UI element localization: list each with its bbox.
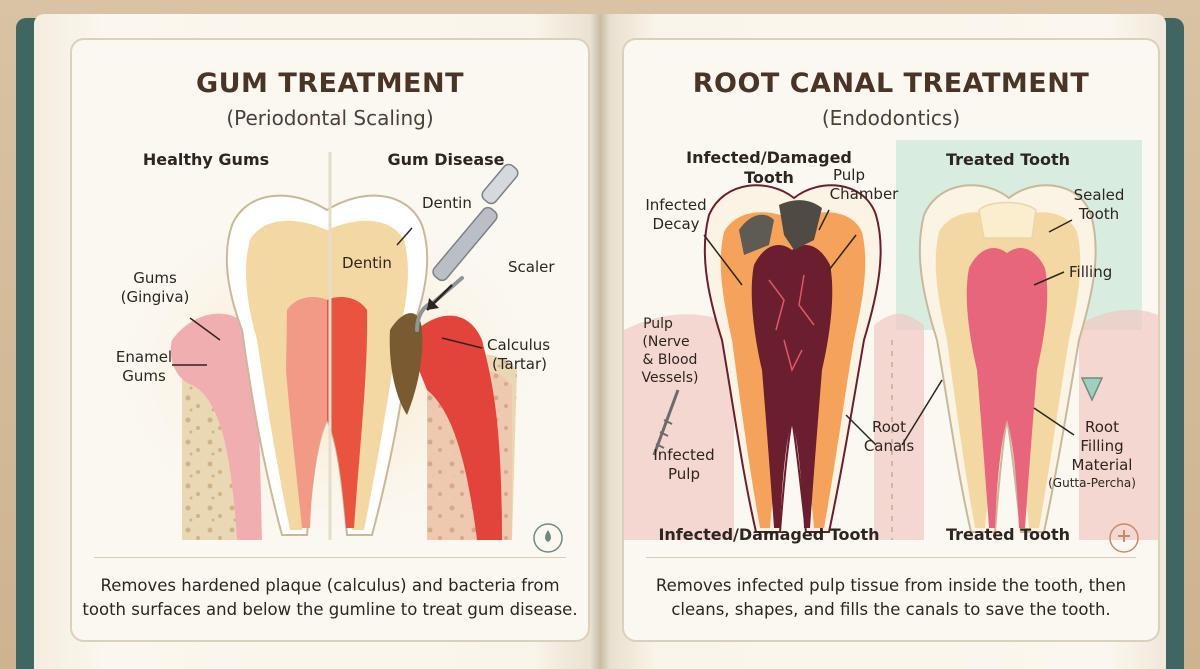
- gum-treatment-card: GUM TREATMENT (Periodontal Scaling) Heal…: [70, 38, 590, 642]
- infected-tooth-heading-line1: Infected/Damaged: [686, 148, 852, 167]
- label-infected-decay-line2: Decay: [652, 215, 699, 233]
- infected-tooth: [703, 184, 882, 533]
- gum-treatment-description-line2: tooth surfaces and below the gumline to …: [82, 600, 578, 619]
- label-scaler: Scaler: [508, 258, 555, 276]
- root-canal-card: ROOT CANAL TREATMENT (Endodontics) Infec…: [622, 38, 1160, 642]
- healthy-gum-tissue: [170, 313, 262, 540]
- tooth-pulp-healthy: [286, 297, 327, 528]
- tooth-pulp-inflamed: [327, 297, 368, 528]
- root-canal-description-line2: cleans, shapes, and fills the canals to …: [671, 600, 1111, 619]
- label-pulp-line3: & Blood: [643, 352, 698, 368]
- root-canals-leader-right: [901, 379, 943, 446]
- gum-treatment-description-line1: Removes hardened plaque (calculus) and b…: [100, 576, 560, 595]
- book-spine: [590, 14, 610, 669]
- label-sealed-line2: Tooth: [1078, 205, 1119, 223]
- root-canal-diagram: Infected/Damaged Tooth Treated Tooth: [624, 140, 1158, 553]
- label-filling: Filling: [1069, 263, 1112, 281]
- scaler-instrument: [415, 163, 519, 332]
- gutta-percha-icon: [1080, 377, 1104, 402]
- gum-treatment-title: GUM TREATMENT: [195, 68, 465, 99]
- label-root-canals-line2: Canals: [864, 437, 915, 455]
- label-root-filling-line2: Filling: [1080, 437, 1123, 455]
- pulp-chamber-leader: [818, 209, 830, 231]
- root-canal-title: ROOT CANAL TREATMENT: [692, 68, 1090, 99]
- infected-tooth-heading-line2: Tooth: [744, 168, 794, 187]
- label-pulp-line2: (Nerve: [642, 334, 689, 350]
- healthy-gums-heading: Healthy Gums: [143, 150, 269, 169]
- inflamed-gum-tissue: [407, 315, 502, 540]
- sealed-tooth-leader: [1048, 219, 1073, 233]
- treated-tooth: [918, 184, 1097, 533]
- label-dentin-top: Dentin: [422, 194, 472, 212]
- label-gums-line1: Gums: [133, 269, 177, 287]
- gums-leader: [189, 317, 221, 341]
- label-pulp-chamber-line1: Pulp: [833, 166, 865, 184]
- gum-band: [624, 309, 1158, 540]
- scaling-arrowhead: [427, 298, 439, 310]
- endodontic-file-icon: [652, 389, 680, 456]
- gum-treatment-diagram: Healthy Gums Gum Disease Den: [87, 150, 567, 560]
- label-calculus-line2: (Tartar): [492, 355, 547, 373]
- calculus-leader: [441, 337, 483, 349]
- bottom-treated-label: Treated Tooth: [946, 525, 1070, 544]
- root-filling-leader: [1033, 407, 1075, 436]
- label-enamel-line1: Enamel: [116, 348, 172, 366]
- label-gums-line2: (Gingiva): [121, 288, 190, 306]
- label-root-filling-line3: Material: [1072, 456, 1133, 474]
- label-root-filling-line1: Root: [1085, 418, 1119, 436]
- label-dentin-mid: Dentin: [342, 254, 392, 272]
- root-canals-leader-left: [845, 414, 877, 446]
- pulp-chamber-leader-2: [828, 234, 857, 271]
- filling-leader: [1033, 271, 1065, 286]
- label-infected-pulp-line2: Pulp: [668, 465, 700, 483]
- plus-icon: [1118, 530, 1130, 542]
- label-sealed-line1: Sealed: [1074, 186, 1125, 204]
- gum-disease-heading: Gum Disease: [387, 150, 504, 169]
- water-drop-badge-icon: [533, 523, 563, 553]
- dentin-top-leader: [396, 227, 413, 246]
- calculus-deposit: [389, 313, 423, 415]
- water-drop-icon: [545, 530, 551, 542]
- label-root-canals-line1: Root: [872, 418, 906, 436]
- care-badge-icon: [1109, 523, 1139, 553]
- description-divider: [94, 557, 566, 558]
- label-pulp-chamber-line2: Chamber: [830, 185, 900, 203]
- label-pulp-line1: Pulp: [643, 316, 673, 332]
- bottom-infected-label: Infected/Damaged Tooth: [658, 525, 879, 544]
- label-infected-decay-line1: Infected: [645, 196, 706, 214]
- gum-treatment-subtitle: (Periodontal Scaling): [226, 106, 434, 130]
- treated-tooth-heading: Treated Tooth: [946, 150, 1070, 169]
- label-enamel-line2: Gums: [122, 367, 166, 385]
- label-infected-pulp-line1: Infected: [653, 446, 714, 464]
- label-calculus-line1: Calculus: [487, 336, 550, 354]
- infected-decay-leader: [703, 234, 743, 286]
- root-canal-subtitle: (Endodontics): [821, 106, 961, 130]
- label-pulp-line4: Vessels): [642, 370, 699, 386]
- description-divider: [646, 557, 1136, 558]
- label-root-filling-line4: (Gutta-Percha): [1048, 476, 1136, 490]
- root-canal-description-line1: Removes infected pulp tissue from inside…: [655, 576, 1127, 595]
